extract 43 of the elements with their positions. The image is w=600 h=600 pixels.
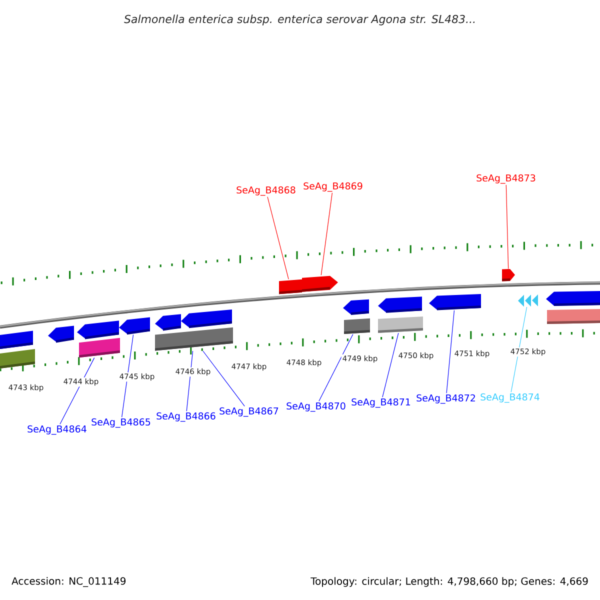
footer-text: Accession: NC_011149 (12, 577, 126, 587)
gene-label: SeAg_B4874 (480, 393, 540, 403)
leader-line (318, 334, 354, 402)
gene-label: SeAg_B4872 (416, 394, 475, 404)
gene-feature (302, 276, 338, 292)
gene-label: SeAg_B4864 (28, 425, 86, 435)
gene-feature (502, 269, 515, 282)
gene-label: SeAg_B4869 (304, 182, 362, 192)
gene-feature (119, 317, 150, 335)
leader-line (202, 350, 245, 406)
gene-feature (343, 299, 369, 315)
gene-bar (0, 349, 35, 369)
gene-bar (79, 338, 120, 358)
gene-feature (48, 326, 74, 343)
leader-line (382, 332, 399, 398)
gene-feature (546, 291, 600, 306)
title: Salmonella enterica subsp. enterica serovar Agona str. SL483... (124, 14, 475, 26)
leader-line (122, 334, 134, 418)
gene-label: SeAg_B4870 (286, 402, 346, 412)
leader-line (267, 196, 289, 280)
leader-line (60, 358, 95, 424)
leader-line (510, 306, 528, 392)
gene-bar (547, 309, 600, 324)
footer-text: Topology: circular; Length: 4,798,660 bp; Genes: 4,669 (310, 577, 588, 587)
gene-triangles (518, 294, 538, 307)
gene-label: SeAg_B4867 (220, 407, 278, 417)
gene-feature (155, 314, 181, 331)
leader-line (320, 192, 333, 276)
leader-line (506, 184, 509, 269)
gene-label: SeAg_B4868 (236, 186, 296, 196)
gene-bar (155, 327, 233, 351)
gene-bar (279, 279, 302, 294)
gene-label: SeAg_B4865 (92, 418, 150, 428)
gene-label: SeAg_B4871 (352, 398, 410, 408)
gene-bar (344, 318, 370, 334)
leader-line (446, 310, 455, 394)
gene-bar (0, 330, 33, 350)
gene-feature (378, 296, 422, 313)
gene-label: SeAg_B4873 (476, 174, 536, 184)
gene-feature (429, 294, 481, 310)
gene-bar (378, 316, 423, 333)
gene-label: SeAg_B4866 (156, 412, 216, 422)
gene-feature (77, 320, 119, 340)
